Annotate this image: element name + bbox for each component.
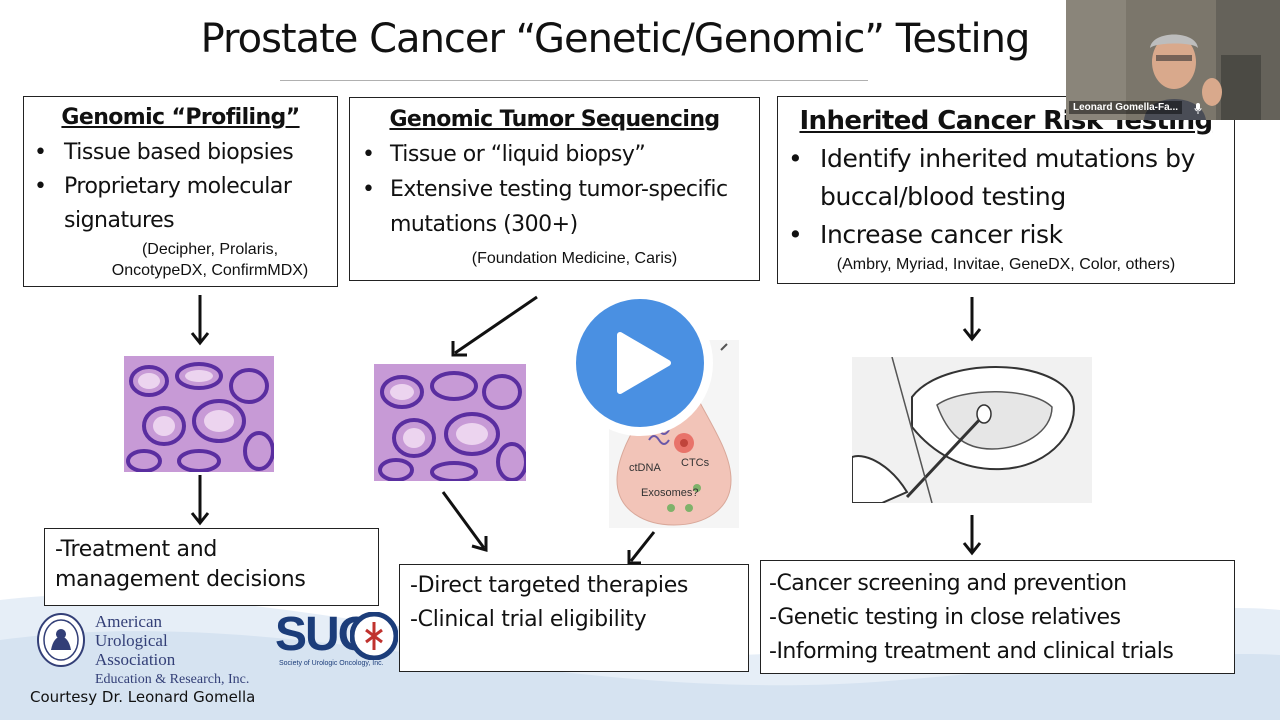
aua-logo-line: American xyxy=(95,612,163,631)
ctcs-label: CTCs xyxy=(681,457,710,469)
profiling-examples-line: (Decipher, Prolaris, xyxy=(141,241,279,258)
tumor-sequencing-box: Genomic Tumor Sequencing Tissue or “liqu… xyxy=(349,97,760,281)
play-button-face[interactable] xyxy=(576,299,704,427)
exosomes-label: Exosomes? xyxy=(641,487,699,499)
histology-image xyxy=(374,364,526,481)
sequencing-bullets: Tissue or “liquid biopsy” Extensive test… xyxy=(350,137,759,242)
sequencing-examples: (Foundation Medicine, Caris) xyxy=(471,250,678,267)
arrow-diagonal-icon xyxy=(441,491,488,552)
profiling-bullets: Tissue based biopsies Proprietary molecu… xyxy=(24,136,337,238)
outcome-line: -Treatment and xyxy=(55,537,218,562)
outcome-line: -Informing treatment and clinical trials xyxy=(769,639,1174,664)
profiling-examples: (Decipher, Prolaris, OncotypeDX, Confirm… xyxy=(90,239,330,281)
arrow-down-icon xyxy=(962,515,982,556)
profiling-bullet: Tissue based biopsies xyxy=(24,136,337,170)
aua-logo-text: American Urological Association xyxy=(95,612,175,669)
outcome-line: -Direct targeted therapies xyxy=(410,573,689,598)
arrow-down-icon xyxy=(190,475,210,526)
sequencing-outcome-text: -Direct targeted therapies -Clinical tri… xyxy=(400,565,748,637)
sequencing-heading: Genomic Tumor Sequencing xyxy=(389,107,720,132)
histology-image xyxy=(124,356,274,472)
inherited-examples: (Ambry, Myriad, Invitae, GeneDX, Color, … xyxy=(836,256,1176,273)
outcome-line: -Clinical trial eligibility xyxy=(410,607,647,632)
profiling-outcome-box: -Treatment and management decisions xyxy=(44,528,379,606)
sequencing-outcome-box: -Direct targeted therapies -Clinical tri… xyxy=(399,564,749,672)
suo-logo-subtitle: Society of Urologic Oncology, Inc. xyxy=(279,660,384,667)
ctdna-label: ctDNA xyxy=(629,462,661,474)
suo-seal-icon xyxy=(350,612,398,660)
inherited-bullet: Increase cancer risk xyxy=(778,216,1234,254)
play-icon xyxy=(617,332,671,394)
genomic-profiling-box: Genomic “Profiling” Tissue based biopsie… xyxy=(23,96,338,287)
profiling-heading: Genomic “Profiling” xyxy=(61,105,300,130)
courtesy-credit: Courtesy Dr. Leonard Gomella xyxy=(30,688,256,706)
aua-logo-line: Association xyxy=(95,650,176,669)
profiling-outcome-text: -Treatment and management decisions xyxy=(45,529,378,595)
inherited-bullet: Identify inherited mutations by buccal/b… xyxy=(778,140,1234,216)
webcam-tile[interactable] xyxy=(1066,0,1280,120)
profiling-examples-line: OncotypeDX, ConfirmMDX) xyxy=(111,262,309,279)
sequencing-bullet: Extensive testing tumor-specific mutatio… xyxy=(350,172,759,242)
webcam-participant-name: Leonard Gomella-Fa... xyxy=(1069,101,1183,114)
buccal-swab-image xyxy=(852,357,1092,503)
inherited-bullets: Identify inherited mutations by buccal/b… xyxy=(778,140,1234,254)
outcome-line: management decisions xyxy=(55,567,306,592)
presenter-video-icon xyxy=(1066,0,1280,120)
inherited-risk-box: Inherited Cancer Risk Testing Identify i… xyxy=(777,96,1235,284)
profiling-bullet: Proprietary molecular signatures xyxy=(24,170,337,238)
inherited-outcome-text: -Cancer screening and prevention -Geneti… xyxy=(761,561,1234,669)
aua-logo-line: Urological xyxy=(95,631,168,650)
arrow-diagonal-icon xyxy=(627,531,656,565)
title-divider xyxy=(280,80,868,81)
arrow-diagonal-icon xyxy=(451,295,538,357)
arrow-down-icon xyxy=(190,295,210,346)
video-play-button[interactable] xyxy=(567,290,713,436)
outcome-line: -Genetic testing in close relatives xyxy=(769,605,1121,630)
sequencing-bullet: Tissue or “liquid biopsy” xyxy=(350,137,759,172)
mic-icon xyxy=(1194,103,1202,114)
inherited-outcome-box: -Cancer screening and prevention -Geneti… xyxy=(760,560,1235,674)
arrow-down-icon xyxy=(962,297,982,342)
aua-seal-icon xyxy=(37,613,85,667)
slide-title: Prostate Cancer “Genetic/Genomic” Testin… xyxy=(200,16,1031,62)
outcome-line: -Cancer screening and prevention xyxy=(769,571,1127,596)
aua-logo-subtitle: Education & Research, Inc. xyxy=(95,672,250,687)
